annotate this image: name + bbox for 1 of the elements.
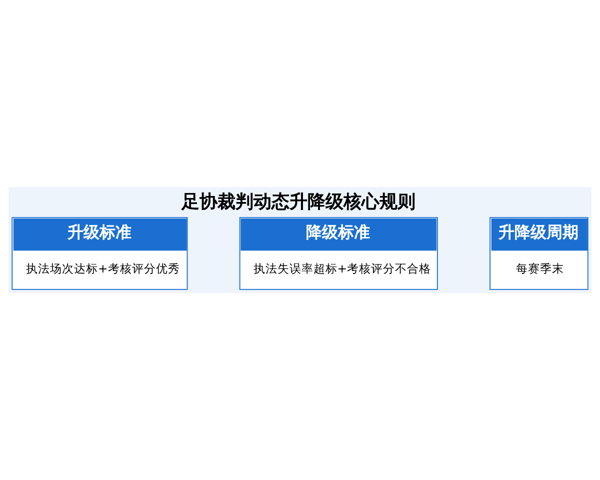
diagram-title: 足协裁判动态升降级核心规则: [181, 192, 416, 213]
